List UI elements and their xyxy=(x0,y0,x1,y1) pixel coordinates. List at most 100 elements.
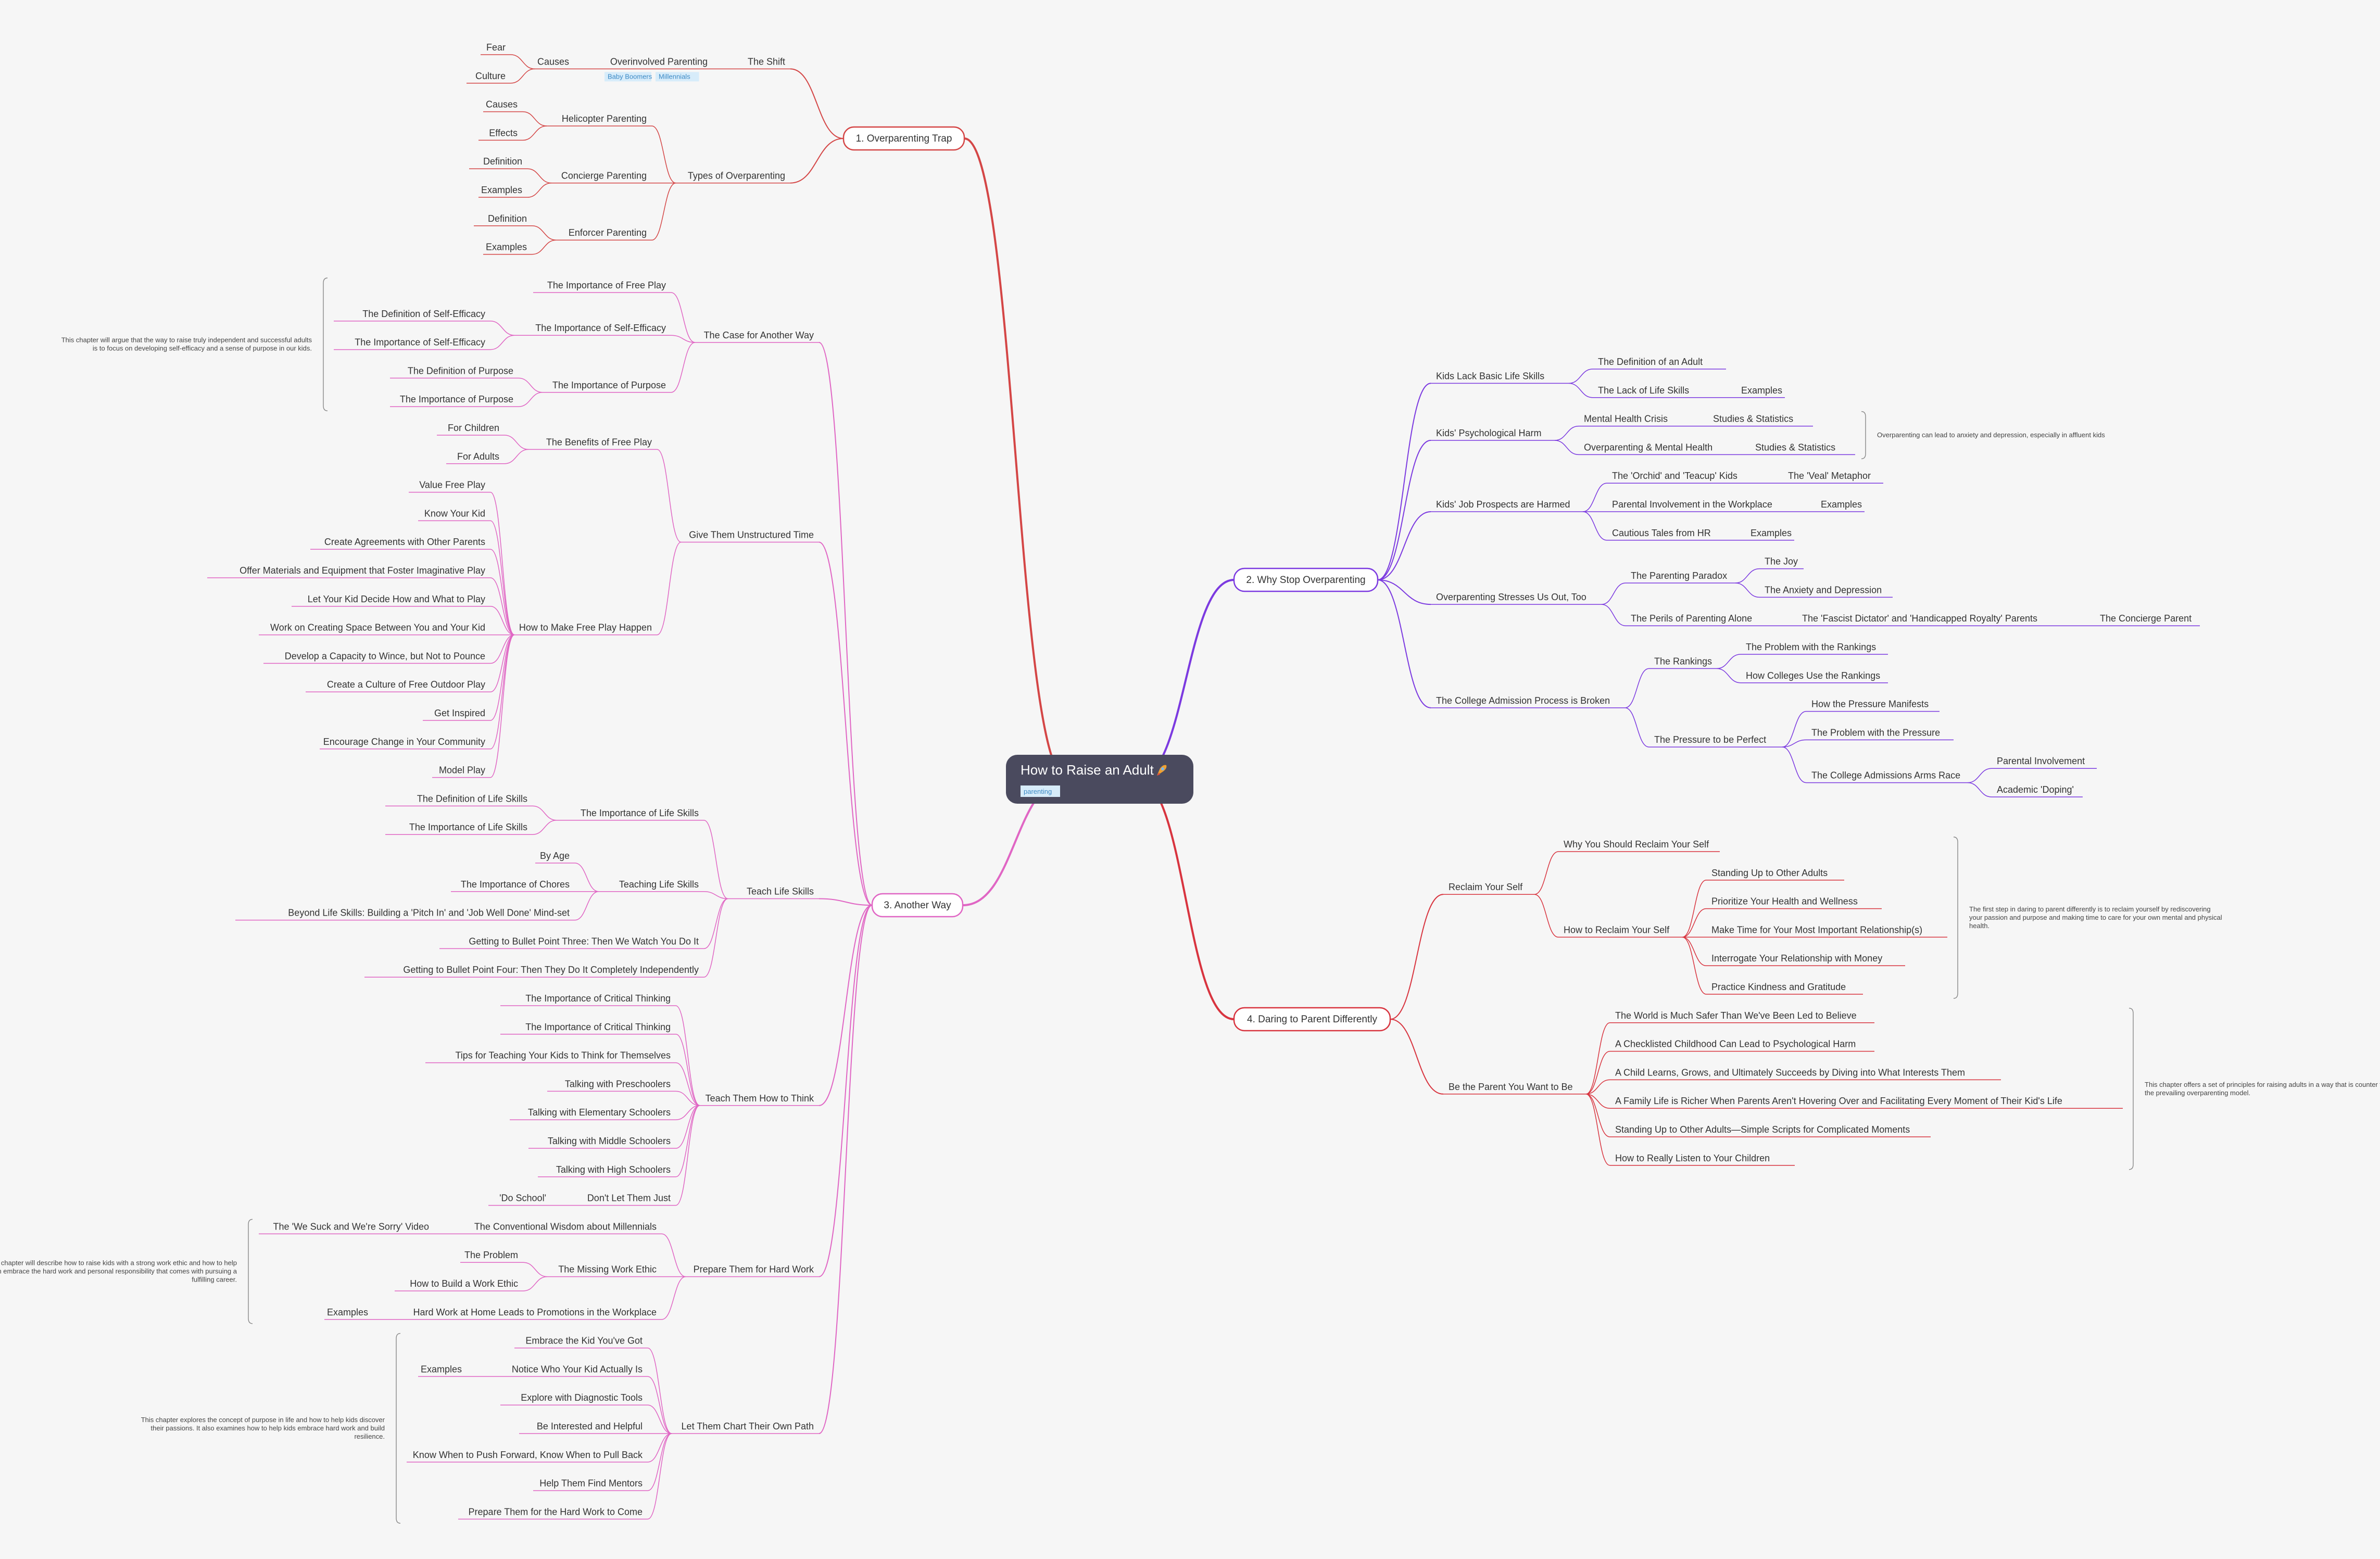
topic-label[interactable]: The Definition of an Adult xyxy=(1598,357,1703,367)
topic-label[interactable]: Parental Involvement xyxy=(1997,756,2085,766)
main-topic-box[interactable] xyxy=(1233,1007,1391,1032)
topic-label[interactable]: How to Make Free Play Happen xyxy=(519,623,652,633)
topic-label[interactable]: The Importance of Self-Efficacy xyxy=(355,337,485,348)
main-topic-box[interactable] xyxy=(1233,567,1379,592)
topic-label[interactable]: How to Build a Work Ethic xyxy=(410,1278,518,1289)
topic-label[interactable]: Value Free Play xyxy=(419,480,485,490)
topic-label[interactable]: Examples xyxy=(1821,499,1862,510)
topic-label[interactable]: The College Admissions Arms Race xyxy=(1811,770,1960,781)
topic-label[interactable]: Notice Who Your Kid Actually Is xyxy=(512,1364,643,1374)
topic-label[interactable]: Talking with High Schoolers xyxy=(556,1164,671,1175)
topic-label[interactable]: Know When to Push Forward, Know When to … xyxy=(413,1450,643,1460)
topic-label[interactable]: Mental Health Crisis xyxy=(1584,414,1668,424)
topic-label[interactable]: The World is Much Safer Than We've Been … xyxy=(1615,1010,1857,1021)
topic-label[interactable]: Definition xyxy=(488,213,527,224)
topic-label[interactable]: The Importance of Purpose xyxy=(552,380,666,390)
topic-label[interactable]: Why You Should Reclaim Your Self xyxy=(1564,839,1709,850)
topic-label[interactable]: The Definition of Purpose xyxy=(408,365,513,376)
topic-label[interactable]: Cautious Tales from HR xyxy=(1612,528,1711,538)
topic-label[interactable]: Examples xyxy=(1751,528,1792,538)
topic-label[interactable]: Know Your Kid xyxy=(424,508,485,518)
topic-label[interactable]: Tips for Teaching Your Kids to Think for… xyxy=(455,1050,671,1061)
topic-label[interactable]: The Importance of Critical Thinking xyxy=(525,993,671,1004)
topic-label[interactable]: The Missing Work Ethic xyxy=(558,1264,657,1275)
topic-label[interactable]: Give Them Unstructured Time xyxy=(689,530,814,540)
topic-label[interactable]: The Importance of Free Play xyxy=(547,280,666,290)
topic-label[interactable]: Causes xyxy=(537,56,569,67)
topic-label[interactable]: Be the Parent You Want to Be xyxy=(1449,1082,1573,1092)
topic-label[interactable]: Help Them Find Mentors xyxy=(539,1478,643,1489)
topic-label[interactable]: Don't Let Them Just xyxy=(587,1193,671,1203)
topic-label[interactable]: The Importance of Chores xyxy=(461,879,570,890)
topic-label[interactable]: Get Inspired xyxy=(434,708,485,718)
topic-label[interactable]: Overparenting & Mental Health xyxy=(1584,442,1712,452)
topic-label[interactable]: 'Do School' xyxy=(499,1193,546,1203)
topic-label[interactable]: The Joy xyxy=(1765,556,1798,567)
topic-label[interactable]: Enforcer Parenting xyxy=(569,227,647,238)
main-topic-box[interactable] xyxy=(842,126,965,151)
topic-label[interactable]: The Benefits of Free Play xyxy=(546,437,652,447)
topic-label[interactable]: The 'We Suck and We're Sorry' Video xyxy=(273,1221,429,1232)
topic-label[interactable]: A Child Learns, Grows, and Ultimately Su… xyxy=(1615,1067,1965,1078)
topic-label[interactable]: Studies & Statistics xyxy=(1755,442,1835,452)
topic-label[interactable]: The Importance of Life Skills xyxy=(581,808,699,818)
topic-label[interactable]: Talking with Elementary Schoolers xyxy=(528,1107,671,1118)
topic-label[interactable]: A Family Life is Richer When Parents Are… xyxy=(1615,1096,2062,1106)
topic-label[interactable]: Beyond Life Skills: Building a 'Pitch In… xyxy=(288,908,570,918)
topic-label[interactable]: By Age xyxy=(540,851,570,861)
topic-label[interactable]: Overparenting Stresses Us Out, Too xyxy=(1436,592,1586,602)
topic-label[interactable]: The College Admission Process is Broken xyxy=(1436,695,1610,706)
topic-label[interactable]: Studies & Statistics xyxy=(1713,414,1793,424)
topic-label[interactable]: Examples xyxy=(481,185,522,195)
topic-label[interactable]: Concierge Parenting xyxy=(561,171,647,181)
topic-label[interactable]: Academic 'Doping' xyxy=(1997,784,2074,795)
topic-label[interactable]: Explore with Diagnostic Tools xyxy=(521,1392,643,1403)
topic-label[interactable]: The Parenting Paradox xyxy=(1631,571,1727,581)
topic-label[interactable]: Definition xyxy=(483,156,522,167)
topic-label[interactable]: Let Them Chart Their Own Path xyxy=(682,1421,814,1431)
topic-label[interactable]: How to Reclaim Your Self xyxy=(1564,924,1670,935)
topic-label[interactable]: Standing Up to Other Adults—Simple Scrip… xyxy=(1615,1124,1910,1135)
topic-label[interactable]: The Definition of Life Skills xyxy=(417,793,527,804)
topic-label[interactable]: Interrogate Your Relationship with Money xyxy=(1711,953,1882,964)
topic-label[interactable]: The Perils of Parenting Alone xyxy=(1631,613,1752,624)
topic-label[interactable]: Fear xyxy=(486,42,506,53)
topic-label[interactable]: Culture xyxy=(475,71,506,81)
topic-label[interactable]: Prepare Them for the Hard Work to Come xyxy=(469,1506,643,1517)
topic-label[interactable]: Kids' Job Prospects are Harmed xyxy=(1436,499,1570,510)
topic-label[interactable]: Let Your Kid Decide How and What to Play xyxy=(308,594,485,604)
topic-label[interactable]: Teach Them How to Think xyxy=(706,1093,814,1104)
topic-label[interactable]: Teaching Life Skills xyxy=(619,879,699,890)
topic-label[interactable]: Talking with Middle Schoolers xyxy=(548,1136,671,1146)
topic-label[interactable]: Practice Kindness and Gratitude xyxy=(1711,982,1846,992)
topic-label[interactable]: Develop a Capacity to Wince, but Not to … xyxy=(285,651,485,661)
topic-label[interactable]: The Problem xyxy=(464,1250,518,1260)
topic-label[interactable]: The Pressure to be Perfect xyxy=(1654,734,1766,745)
topic-label[interactable]: How to Really Listen to Your Children xyxy=(1615,1153,1770,1163)
topic-label[interactable]: The Importance of Critical Thinking xyxy=(525,1022,671,1032)
topic-label[interactable]: Prepare Them for Hard Work xyxy=(694,1264,814,1275)
topic-label[interactable]: The Importance of Life Skills xyxy=(409,822,527,832)
topic-label[interactable]: Overinvolved Parenting xyxy=(610,56,708,67)
topic-label[interactable]: Getting to Bullet Point Three: Then We W… xyxy=(469,936,699,946)
topic-label[interactable]: The 'Fascist Dictator' and 'Handicapped … xyxy=(1802,613,2037,624)
topic-label[interactable]: Embrace the Kid You've Got xyxy=(525,1336,643,1346)
topic-label[interactable]: Getting to Bullet Point Four: Then They … xyxy=(403,965,699,975)
topic-label[interactable]: Helicopter Parenting xyxy=(562,113,647,124)
topic-label[interactable]: Examples xyxy=(1741,385,1782,396)
topic-label[interactable]: Talking with Preschoolers xyxy=(565,1079,671,1089)
topic-label[interactable]: The Problem with the Rankings xyxy=(1746,642,1876,652)
topic-label[interactable]: Standing Up to Other Adults xyxy=(1711,868,1828,878)
topic-label[interactable]: Examples xyxy=(421,1364,462,1374)
topic-label[interactable]: The Shift xyxy=(748,56,785,67)
topic-label[interactable]: Parental Involvement in the Workplace xyxy=(1612,499,1772,510)
topic-label[interactable]: Be Interested and Helpful xyxy=(537,1421,643,1431)
topic-label[interactable]: The Rankings xyxy=(1654,656,1712,666)
main-topic-box[interactable] xyxy=(871,893,964,918)
topic-label[interactable]: Reclaim Your Self xyxy=(1449,882,1523,892)
root-topic[interactable]: How to Raise an Adult parenting xyxy=(1006,755,1193,804)
topic-label[interactable]: The Case for Another Way xyxy=(704,330,814,340)
topic-label[interactable]: The 'Veal' Metaphor xyxy=(1788,471,1871,481)
topic-label[interactable]: Work on Creating Space Between You and Y… xyxy=(270,623,485,633)
topic-label[interactable]: For Adults xyxy=(457,451,499,462)
